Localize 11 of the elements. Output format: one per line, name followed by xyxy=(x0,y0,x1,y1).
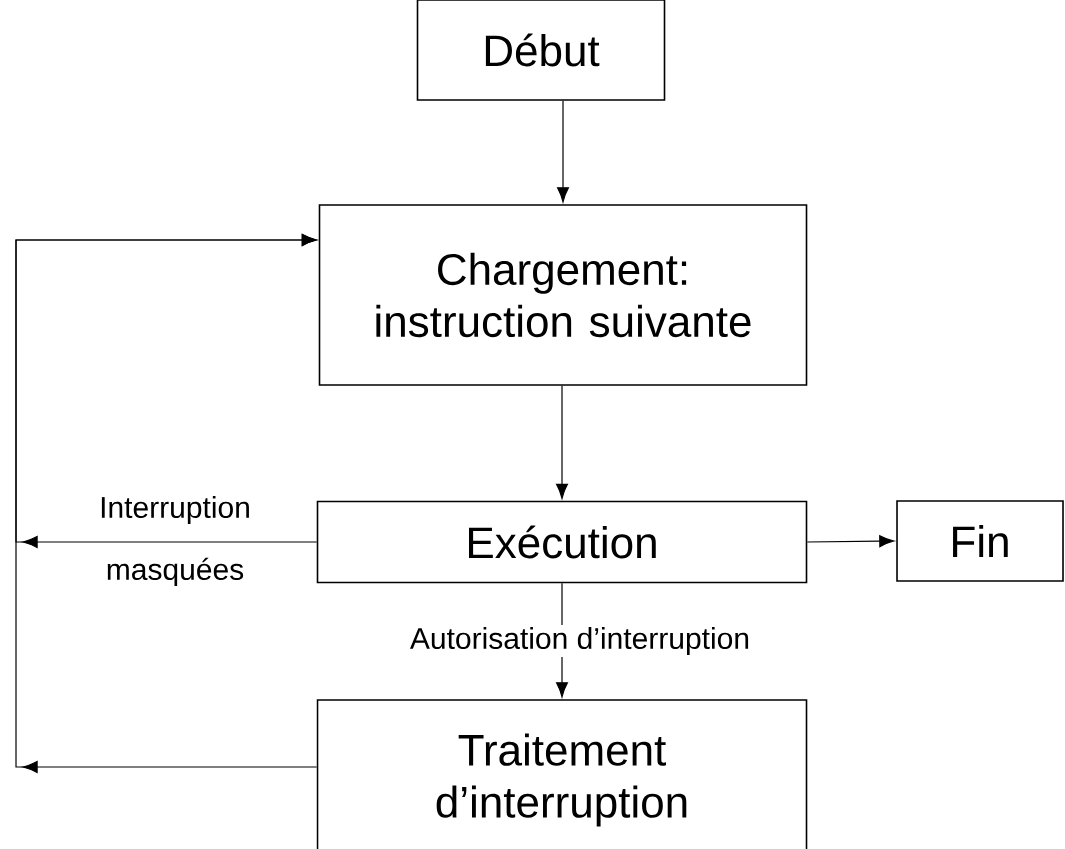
process-box: Traitement d’interruption xyxy=(316,699,808,849)
arrow xyxy=(555,385,569,499)
edge-label: Autorisation d’interruption xyxy=(407,625,753,657)
process-box: Exécution xyxy=(316,500,808,584)
process-box: Chargement: instruction suivante xyxy=(318,204,808,386)
process-box: Fin xyxy=(896,500,1064,582)
edge-label: Interruption masquées xyxy=(101,496,249,586)
arrow xyxy=(556,100,570,203)
arrow xyxy=(806,535,895,548)
arrow xyxy=(15,233,318,774)
process-box: Début xyxy=(416,0,666,101)
